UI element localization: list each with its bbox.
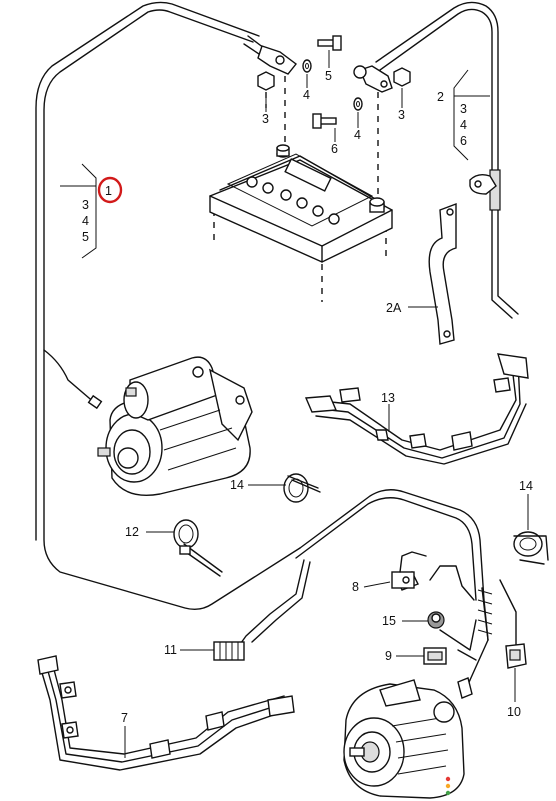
label-14-center[interactable]: 14: [230, 478, 244, 492]
alternator-harness[interactable]: [235, 489, 517, 699]
label-9[interactable]: 9: [385, 649, 392, 663]
washer-upper[interactable]: [302, 59, 312, 73]
connector-9[interactable]: [423, 647, 447, 665]
negative-terminal-clamp[interactable]: [243, 35, 297, 75]
label-1-sub-3[interactable]: 3: [82, 198, 89, 212]
alternator: [343, 679, 465, 799]
cable-clip-14b[interactable]: [513, 531, 549, 565]
harness-7[interactable]: [37, 655, 295, 771]
label-1-sub-4[interactable]: 4: [82, 214, 89, 228]
positive-terminal-clamp[interactable]: [353, 65, 393, 93]
label-11[interactable]: 11: [164, 643, 177, 657]
cable-clip-14a[interactable]: [283, 473, 321, 503]
label-5[interactable]: 5: [325, 69, 332, 83]
battery-positive-cable[interactable]: [375, 1, 519, 319]
battery-positive-post: [369, 197, 385, 213]
connector-11[interactable]: [213, 641, 245, 661]
harness-13[interactable]: [304, 353, 529, 465]
battery: [209, 144, 393, 263]
label-3-left[interactable]: 3: [262, 112, 269, 126]
highlighted-part-1-circle: [97, 176, 123, 204]
bolt-upper[interactable]: [317, 35, 342, 51]
label-12[interactable]: 12: [125, 525, 139, 539]
grommet-15[interactable]: [427, 611, 445, 629]
label-6[interactable]: 6: [331, 142, 338, 156]
label-1-sub-5[interactable]: 5: [82, 230, 89, 244]
starter-motor: [97, 356, 253, 496]
label-7[interactable]: 7: [121, 711, 128, 725]
label-4-lower[interactable]: 4: [354, 128, 361, 142]
status-dots: [445, 776, 451, 796]
label-2[interactable]: 2: [437, 90, 444, 104]
label-2a[interactable]: 2A: [386, 301, 402, 315]
relay-8[interactable]: [391, 551, 427, 591]
cable-tie-12[interactable]: [173, 519, 223, 577]
ground-strap[interactable]: [428, 202, 457, 345]
bolt-lower[interactable]: [312, 113, 337, 129]
leader-lines: [60, 50, 529, 758]
battery-negative-post: [276, 144, 290, 158]
battery-cells: [246, 176, 340, 225]
label-2-sub-4[interactable]: 4: [460, 118, 467, 132]
label-1[interactable]: 1: [105, 184, 112, 198]
label-2-sub-6[interactable]: 6: [460, 134, 467, 148]
part-labels: 1 3 4 5 2 3 4 6 3 4 5 3 4 6 2A 13 14 14 …: [82, 69, 533, 725]
nut-right[interactable]: [393, 67, 411, 87]
label-2-sub-3[interactable]: 3: [460, 102, 467, 116]
battery-ground-cable[interactable]: [35, 1, 301, 611]
label-13[interactable]: 13: [381, 391, 395, 405]
label-14-right[interactable]: 14: [519, 479, 533, 493]
label-8[interactable]: 8: [352, 580, 359, 594]
nut-left[interactable]: [257, 71, 275, 91]
washer-lower[interactable]: [353, 97, 363, 111]
connector-10[interactable]: [505, 643, 527, 669]
label-4-upper[interactable]: 4: [303, 88, 310, 102]
label-3-right[interactable]: 3: [398, 108, 405, 122]
label-10[interactable]: 10: [507, 705, 521, 719]
label-15[interactable]: 15: [382, 614, 396, 628]
